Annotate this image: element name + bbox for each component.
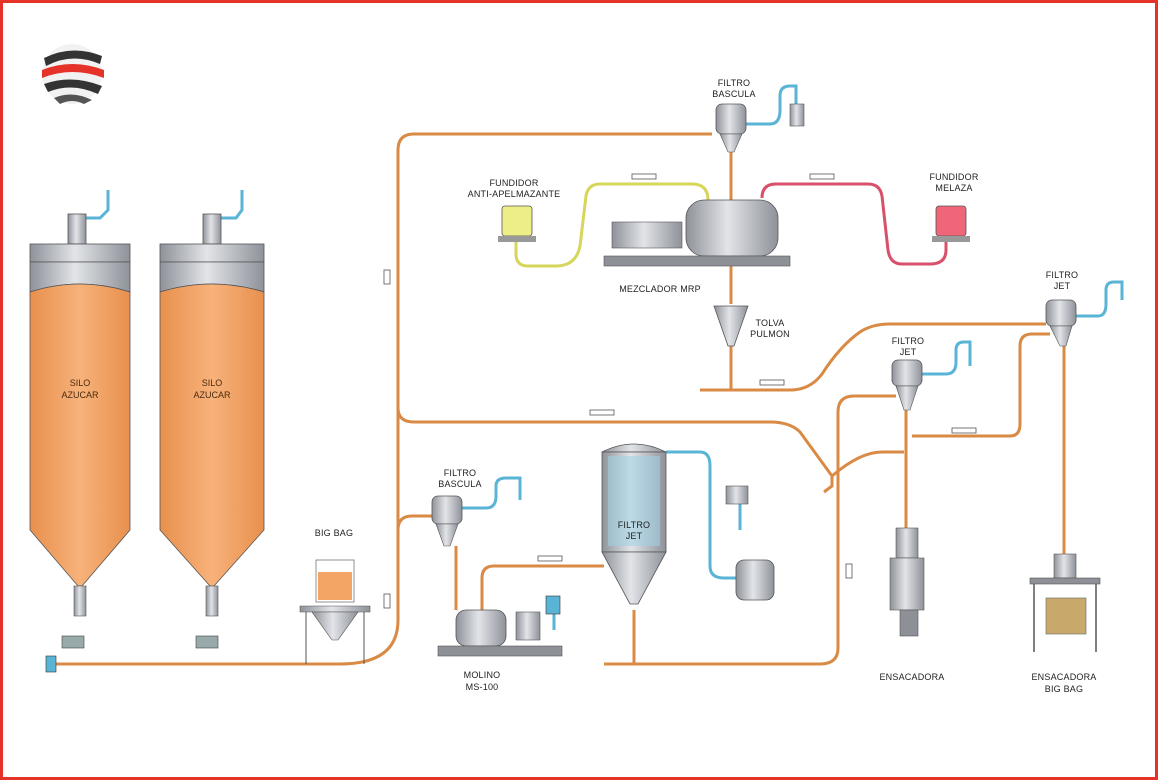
filtro-jet-right-label-2: JET — [1054, 281, 1071, 291]
striped-sphere-logo — [42, 44, 104, 104]
filtro-jet-mid-label-2: JET — [900, 347, 917, 357]
tolva-label-1: TOLVA — [755, 318, 784, 328]
silo-2 — [159, 213, 265, 649]
tolva-pulmon — [713, 305, 749, 347]
filtro-jet-right-label-1: FILTRO — [1046, 270, 1079, 280]
fundidor-melaza-label-2: MELAZA — [935, 183, 972, 193]
tolva-label-2: PULMON — [750, 329, 790, 339]
silo2-label-2: AZUCAR — [193, 390, 231, 400]
fundidor-anti-label-2: ANTI-APELMAZANTE — [468, 189, 561, 199]
filtro-jet-big — [601, 443, 775, 605]
filtro-jet-right — [1045, 299, 1077, 347]
fundidor-anti-apelmazante — [498, 205, 536, 242]
silo1-label-1: SILO — [70, 378, 91, 388]
molino-label-2: MS-100 — [466, 682, 499, 692]
sugar-pipelines — [55, 132, 1066, 666]
molino-label-1: MOLINO — [464, 670, 501, 680]
mezclador-mrp — [603, 199, 791, 267]
ensacadora — [889, 527, 925, 637]
ensacadora-bb-label-1: ENSACADORA — [1031, 672, 1096, 682]
big-bag-label: BIG BAG — [315, 528, 353, 538]
ensacadora-bb-label-2: BIG BAG — [1045, 684, 1083, 694]
flow-arrows — [383, 173, 977, 609]
silo-1 — [29, 213, 131, 673]
filtro-bascula-low-label-2: BASCULA — [438, 479, 481, 489]
anticaking-line — [514, 182, 710, 268]
fundidor-anti-label-1: FUNDIDOR — [489, 178, 538, 188]
ensacadora-big-bag — [1029, 553, 1101, 652]
filtro-bascula-low-label-1: FILTRO — [444, 468, 477, 478]
molasses-line — [760, 182, 948, 266]
filtro-bascula-top-label-1: FILTRO — [718, 78, 751, 88]
filtro-jet-big-label-2: JET — [626, 531, 643, 541]
filtro-jet-big-label-1: FILTRO — [618, 520, 651, 530]
filtro-bascula-low — [431, 495, 463, 547]
silo1-label-2: AZUCAR — [61, 390, 99, 400]
filtro-jet-mid-label-1: FILTRO — [892, 336, 925, 346]
ensacadora-label: ENSACADORA — [879, 672, 944, 682]
filtro-bascula-top — [715, 103, 805, 153]
air-lines — [78, 84, 1124, 630]
silo2-label-1: SILO — [202, 378, 223, 388]
filtro-bascula-top-label-2: BASCULA — [712, 89, 755, 99]
big-bag-station — [299, 559, 371, 664]
mezclador-label: MEZCLADOR MRP — [619, 284, 701, 294]
fundidor-melaza — [932, 205, 970, 242]
filtro-jet-mid — [891, 359, 923, 411]
molino-ms100 — [437, 595, 563, 657]
fundidor-melaza-label-1: FUNDIDOR — [929, 172, 978, 182]
